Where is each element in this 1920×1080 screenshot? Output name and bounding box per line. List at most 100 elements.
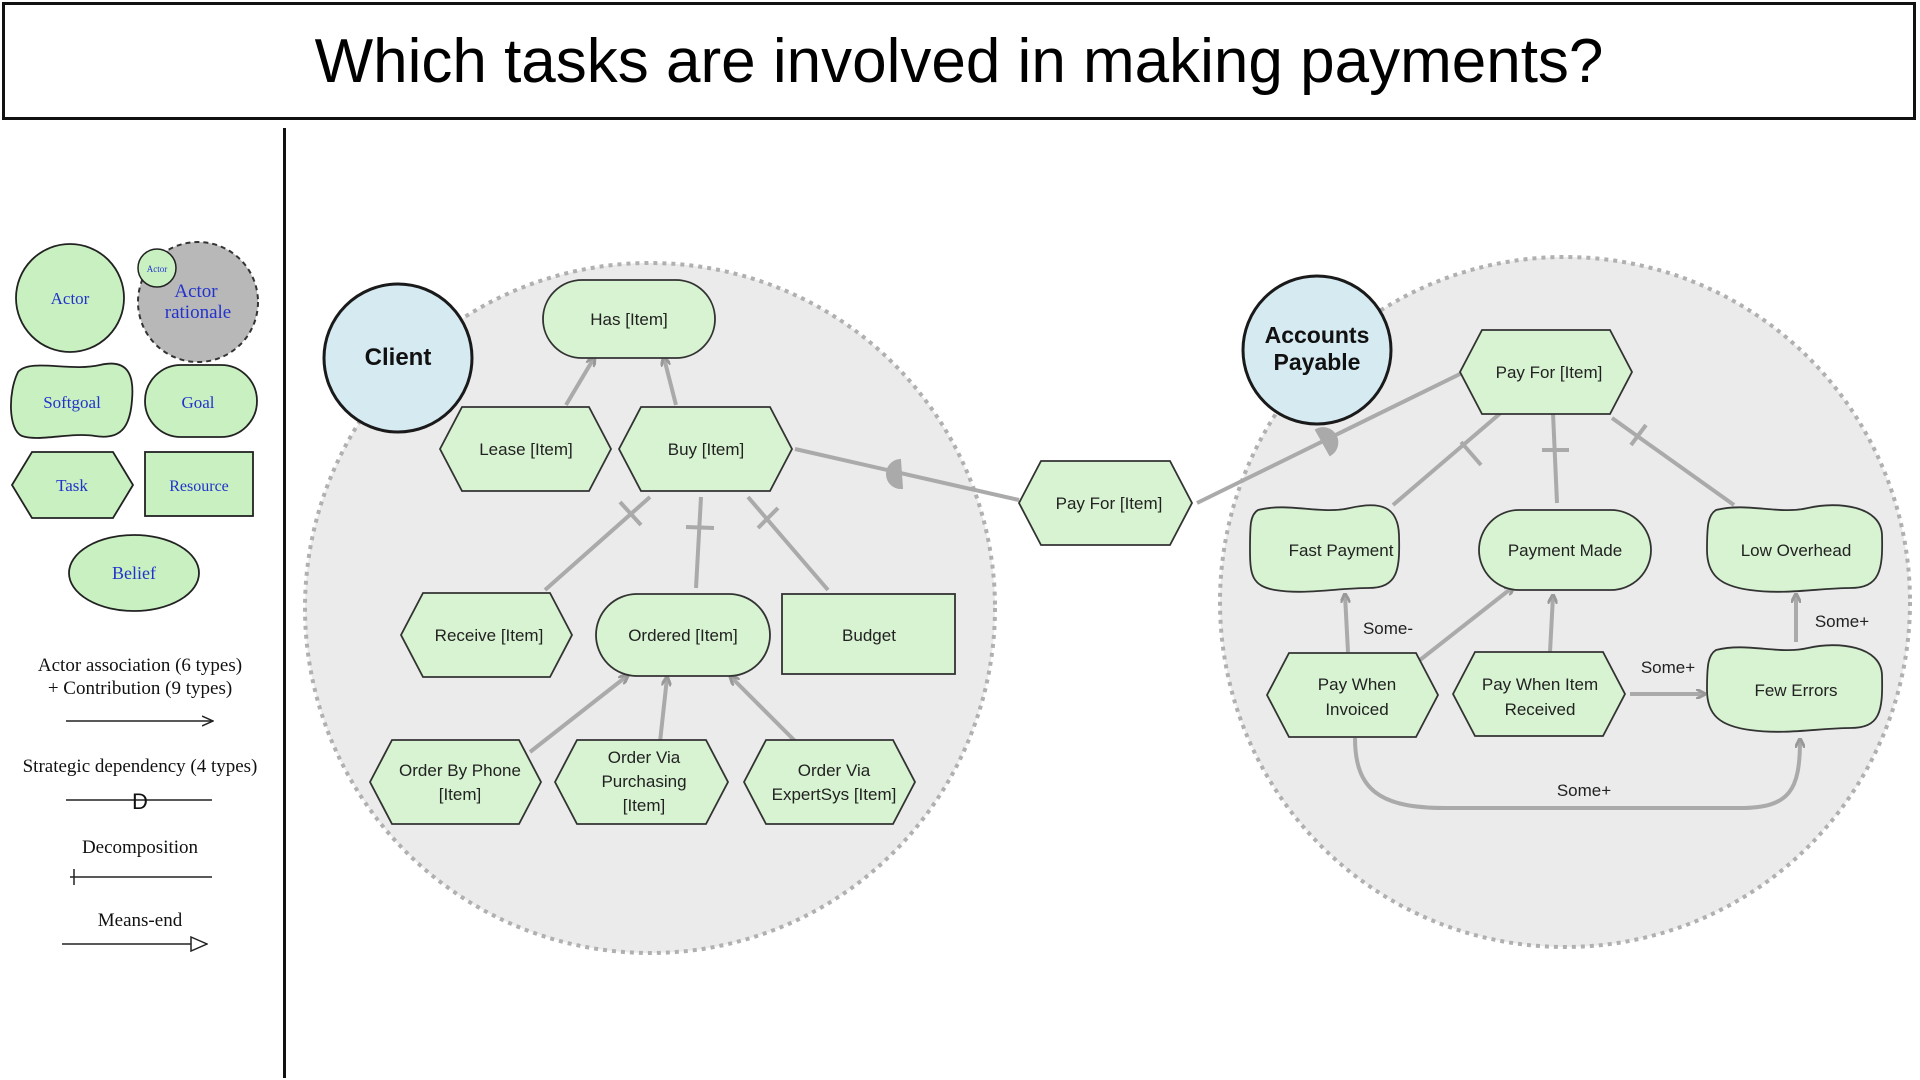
task-pay-when-item-received: Pay When Item Received: [1451, 651, 1627, 737]
link-buy-has: [664, 358, 678, 406]
label-some-plus-errors-low: Some+: [1815, 612, 1869, 631]
label-some-plus-invoiced-errors: Some+: [1557, 781, 1611, 800]
task-ap-pay-for-item: Pay For [Item]: [1458, 329, 1634, 415]
task-receive-item: Receive [Item]: [399, 592, 574, 678]
ap-actor-label-2: Payable: [1274, 349, 1361, 375]
goal-payment-made-label: Payment Made: [1508, 541, 1622, 560]
legend-association-label-1: Actor association (6 types): [38, 655, 242, 676]
link-invoiced-made: [1418, 587, 1513, 662]
task-lease-item-label: Lease [Item]: [479, 440, 573, 459]
task-pay-when-received-label-2: Received: [1505, 700, 1576, 719]
softgoal-fast-payment: Fast Payment: [1249, 504, 1401, 593]
link-buy-dependum: [794, 447, 1020, 502]
task-order-via-purchasing-label-2: Purchasing: [601, 772, 686, 791]
task-order-via-purchasing-label-3: [Item]: [623, 796, 666, 815]
page-title: Which tasks are involved in making payme…: [2, 2, 1916, 120]
goal-has-item: Has [Item]: [542, 279, 716, 359]
ap-actor-label-1: Accounts: [1265, 322, 1370, 348]
legend-task-label: Task: [56, 476, 88, 495]
goal-has-item-label: Has [Item]: [590, 310, 667, 329]
link-low-payfor-bar: [1629, 423, 1648, 447]
dependum-pay-for-item: Pay For [Item]: [1017, 460, 1194, 546]
legend-strategic-d: D: [132, 789, 148, 814]
link-purchasing-ordered: [658, 678, 667, 743]
resource-budget-label: Budget: [842, 626, 896, 645]
legend-actor-rationale: Actor Actor rationale: [137, 241, 259, 363]
link-lease-has: [564, 358, 594, 407]
goal-ordered-item: Ordered [Item]: [595, 593, 771, 677]
client-nodes: Client Has [Item] Lease [Item] Buy [Item…: [322, 279, 956, 825]
legend-strategic-label: Strategic dependency (4 types): [23, 756, 258, 777]
link-receive-buy-bar: [618, 500, 643, 527]
legend-goal: Goal: [144, 364, 258, 438]
link-invoiced-errors: [1353, 738, 1800, 810]
task-pay-when-received-label-1: Pay When Item: [1482, 675, 1598, 694]
resource-budget: Budget: [781, 593, 956, 675]
dependency-d-client: [885, 458, 904, 490]
legend-decomposition-label: Decomposition: [82, 837, 199, 858]
client-actor-label: Client: [365, 344, 432, 371]
task-pay-when-invoiced: Pay When Invoiced: [1265, 652, 1440, 738]
task-order-via-purchasing: Order Via Purchasing [Item]: [553, 739, 730, 825]
legend-task: Task: [10, 451, 135, 519]
legend-goal-label: Goal: [181, 393, 214, 412]
legend-actor: Actor: [15, 243, 125, 353]
link-ordered-buy-bar: [685, 525, 715, 530]
task-order-by-phone: Order By Phone [Item]: [368, 739, 543, 825]
legend-actor-rationale-label-2: rationale: [165, 302, 231, 323]
legend-actor-rationale-label-1: Actor: [174, 281, 218, 302]
softgoal-low-overhead-label: Low Overhead: [1741, 541, 1852, 560]
dependency-d-ap: [1314, 427, 1339, 457]
ap-nodes: Accounts Payable Pay For [Item] Fast Pay…: [1241, 274, 1884, 738]
dependency-links: [794, 371, 1463, 505]
legend-actor-small-label: Actor: [147, 264, 168, 274]
task-order-via-expertsys: Order Via ExpertSys [Item]: [742, 739, 917, 825]
legend-resource: Resource: [144, 451, 254, 517]
legend-belief: Belief: [68, 534, 200, 612]
link-fast-payfor-bar: [1459, 440, 1483, 467]
link-made-payfor: [1551, 412, 1559, 504]
softgoal-fast-payment-label: Fast Payment: [1289, 541, 1394, 560]
link-low-payfor: [1610, 416, 1736, 507]
link-budget-buy: [746, 495, 830, 592]
legend-softgoal: Softgoal: [10, 362, 134, 439]
legend-softgoal-label: Softgoal: [43, 393, 101, 412]
legend: Actor Actor Actor rationale Softgoal Goa…: [10, 241, 259, 944]
legend-belief-label: Belief: [112, 563, 156, 583]
task-order-via-expertsys-label-1: Order Via: [798, 761, 871, 780]
task-ap-pay-for-item-label: Pay For [Item]: [1496, 363, 1603, 382]
accounts-payable-boundary: [1218, 255, 1912, 949]
task-buy-item: Buy [Item]: [617, 406, 794, 492]
accounts-payable-actor: Accounts Payable: [1241, 274, 1393, 426]
dependum-pay-for-item-label: Pay For [Item]: [1056, 494, 1163, 513]
softgoal-low-overhead: Low Overhead: [1706, 504, 1884, 593]
ap-links: Some- Some+ Some+ Some+: [1345, 409, 1869, 810]
label-some-minus: Some-: [1363, 619, 1413, 638]
legend-actor-label: Actor: [51, 289, 90, 308]
task-order-via-purchasing-label-1: Order Via: [608, 748, 681, 767]
link-receive-buy: [543, 495, 652, 592]
legend-association-label-2: + Contribution (9 types): [48, 678, 232, 699]
link-phone-ordered: [528, 676, 627, 754]
task-pay-when-invoiced-label-1: Pay When: [1318, 675, 1396, 694]
link-ordered-buy: [694, 496, 703, 589]
label-some-plus-received-errors: Some+: [1641, 658, 1695, 677]
client-links: [528, 358, 830, 754]
task-order-by-phone-label-1: Order By Phone: [399, 761, 521, 780]
task-lease-item: Lease [Item]: [438, 406, 613, 492]
link-budget-buy-bar: [756, 506, 780, 530]
goal-ordered-item-label: Ordered [Item]: [628, 626, 738, 645]
task-order-via-expertsys-label-2: ExpertSys [Item]: [772, 785, 897, 804]
task-buy-item-label: Buy [Item]: [668, 440, 745, 459]
legend-divider: [283, 128, 286, 1078]
client-actor: Client: [322, 282, 474, 434]
task-pay-when-invoiced-label-2: Invoiced: [1325, 700, 1388, 719]
legend-means-end-label: Means-end: [98, 910, 183, 931]
softgoal-few-errors-label: Few Errors: [1754, 681, 1837, 700]
link-received-made: [1550, 596, 1553, 653]
goal-payment-made: Payment Made: [1478, 509, 1652, 591]
softgoal-few-errors: Few Errors: [1706, 644, 1884, 733]
link-fast-payfor: [1391, 409, 1505, 507]
task-receive-item-label: Receive [Item]: [435, 626, 544, 645]
task-order-by-phone-label-2: [Item]: [439, 785, 482, 804]
